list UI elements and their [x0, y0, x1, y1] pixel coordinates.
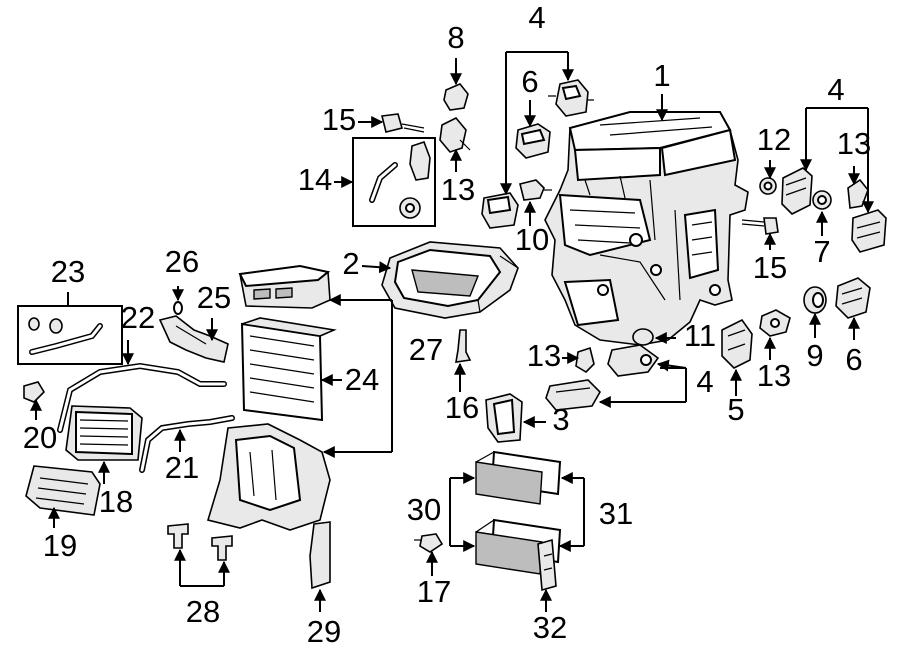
module-part-6b — [835, 277, 871, 319]
callout-4-right: 4 — [827, 72, 844, 107]
callout-25: 25 — [197, 280, 231, 315]
actuator-part-left — [481, 192, 519, 229]
screw-part-15b — [741, 217, 779, 235]
clip-part-28b — [211, 535, 233, 561]
actuator-part-right — [781, 167, 813, 215]
linkage-kit-box-part — [352, 137, 436, 227]
actuator-part-top — [548, 79, 594, 117]
actuator-part-far-right — [851, 209, 887, 253]
grommet-part-7 — [812, 190, 832, 210]
linkage-part-13c — [759, 309, 791, 337]
callout-17: 17 — [417, 574, 451, 609]
leader-4-lower-a — [656, 359, 687, 372]
callout-11: 11 — [684, 318, 716, 353]
callout-6-center: 6 — [521, 64, 538, 99]
sensor-part-16 — [455, 329, 472, 363]
grommet-part-12 — [759, 177, 777, 195]
sensor-part-9 — [803, 286, 827, 314]
callout-3: 3 — [552, 402, 569, 437]
callout-12: 12 — [757, 122, 791, 157]
callout-19: 19 — [43, 528, 77, 563]
connector-part-10 — [519, 179, 552, 201]
callout-30: 30 — [407, 492, 441, 527]
oring-part-26 — [173, 301, 183, 315]
callout-13-a: 13 — [441, 172, 475, 207]
callout-26: 26 — [165, 244, 199, 279]
case-lower-part — [206, 423, 331, 531]
callout-5: 5 — [727, 392, 744, 427]
callout-1: 1 — [653, 58, 670, 93]
callout-13-d: 13 — [527, 338, 561, 373]
sensor-part-11 — [632, 328, 654, 346]
heater-pipe-part-22 — [57, 362, 227, 433]
heater-core-part — [65, 405, 143, 461]
callout-6-right: 6 — [845, 342, 862, 377]
callout-31: 31 — [599, 496, 633, 531]
cabin-filter-part-upper — [475, 450, 562, 505]
case-upper-part — [238, 264, 331, 309]
callout-13-c: 13 — [757, 358, 791, 393]
screw-part-15a — [381, 113, 425, 133]
callout-7: 7 — [813, 234, 830, 269]
evaporator-core-part — [240, 317, 337, 422]
seal-frame-part — [485, 393, 523, 443]
module-part-6a — [515, 123, 551, 159]
callout-24: 24 — [345, 362, 379, 397]
callout-15-b: 15 — [753, 250, 787, 285]
callout-4-top: 4 — [528, 0, 545, 35]
callout-13-b: 13 — [837, 126, 871, 161]
motor-actuator-part — [721, 318, 753, 369]
callout-23: 23 — [51, 254, 85, 289]
clip-part-28a — [167, 523, 189, 549]
drain-bracket-part — [309, 521, 331, 590]
actuator-part-lower-1 — [607, 344, 660, 377]
actuator-part-lower-2 — [545, 379, 601, 411]
callout-2: 2 — [342, 246, 359, 281]
callout-28: 28 — [186, 594, 220, 629]
clip-part-8 — [443, 83, 469, 111]
linkage-part-13d — [575, 346, 595, 374]
callout-9: 9 — [806, 338, 823, 373]
outlet-duct-part — [381, 241, 519, 319]
linkage-part-13b — [847, 178, 869, 209]
callout-14: 14 — [298, 162, 332, 197]
callout-10: 10 — [515, 222, 549, 257]
heater-hose-part-21 — [139, 415, 235, 473]
hvac-case-part — [544, 111, 749, 346]
callout-4-lower: 4 — [696, 364, 713, 399]
callout-27: 27 — [409, 332, 443, 367]
callout-8: 8 — [447, 20, 464, 55]
heater-duct-part-25 — [158, 315, 229, 363]
clip-part-20 — [23, 381, 46, 403]
callout-32: 32 — [533, 610, 567, 645]
linkage-part-13a — [439, 117, 471, 153]
callout-22: 22 — [121, 300, 155, 335]
callout-15-a: 15 — [322, 102, 356, 137]
callout-29: 29 — [307, 614, 341, 649]
callout-21: 21 — [165, 450, 199, 485]
connector-part-17 — [414, 533, 444, 553]
callout-20: 20 — [23, 420, 57, 455]
leader-4-lower-stem — [660, 367, 687, 402]
heater-shield-part — [25, 465, 101, 516]
leader-2 — [361, 261, 392, 274]
hose-kit-box-part — [17, 305, 123, 365]
callout-18: 18 — [99, 484, 133, 519]
filter-door-part — [537, 538, 557, 592]
callout-16: 16 — [445, 390, 479, 425]
